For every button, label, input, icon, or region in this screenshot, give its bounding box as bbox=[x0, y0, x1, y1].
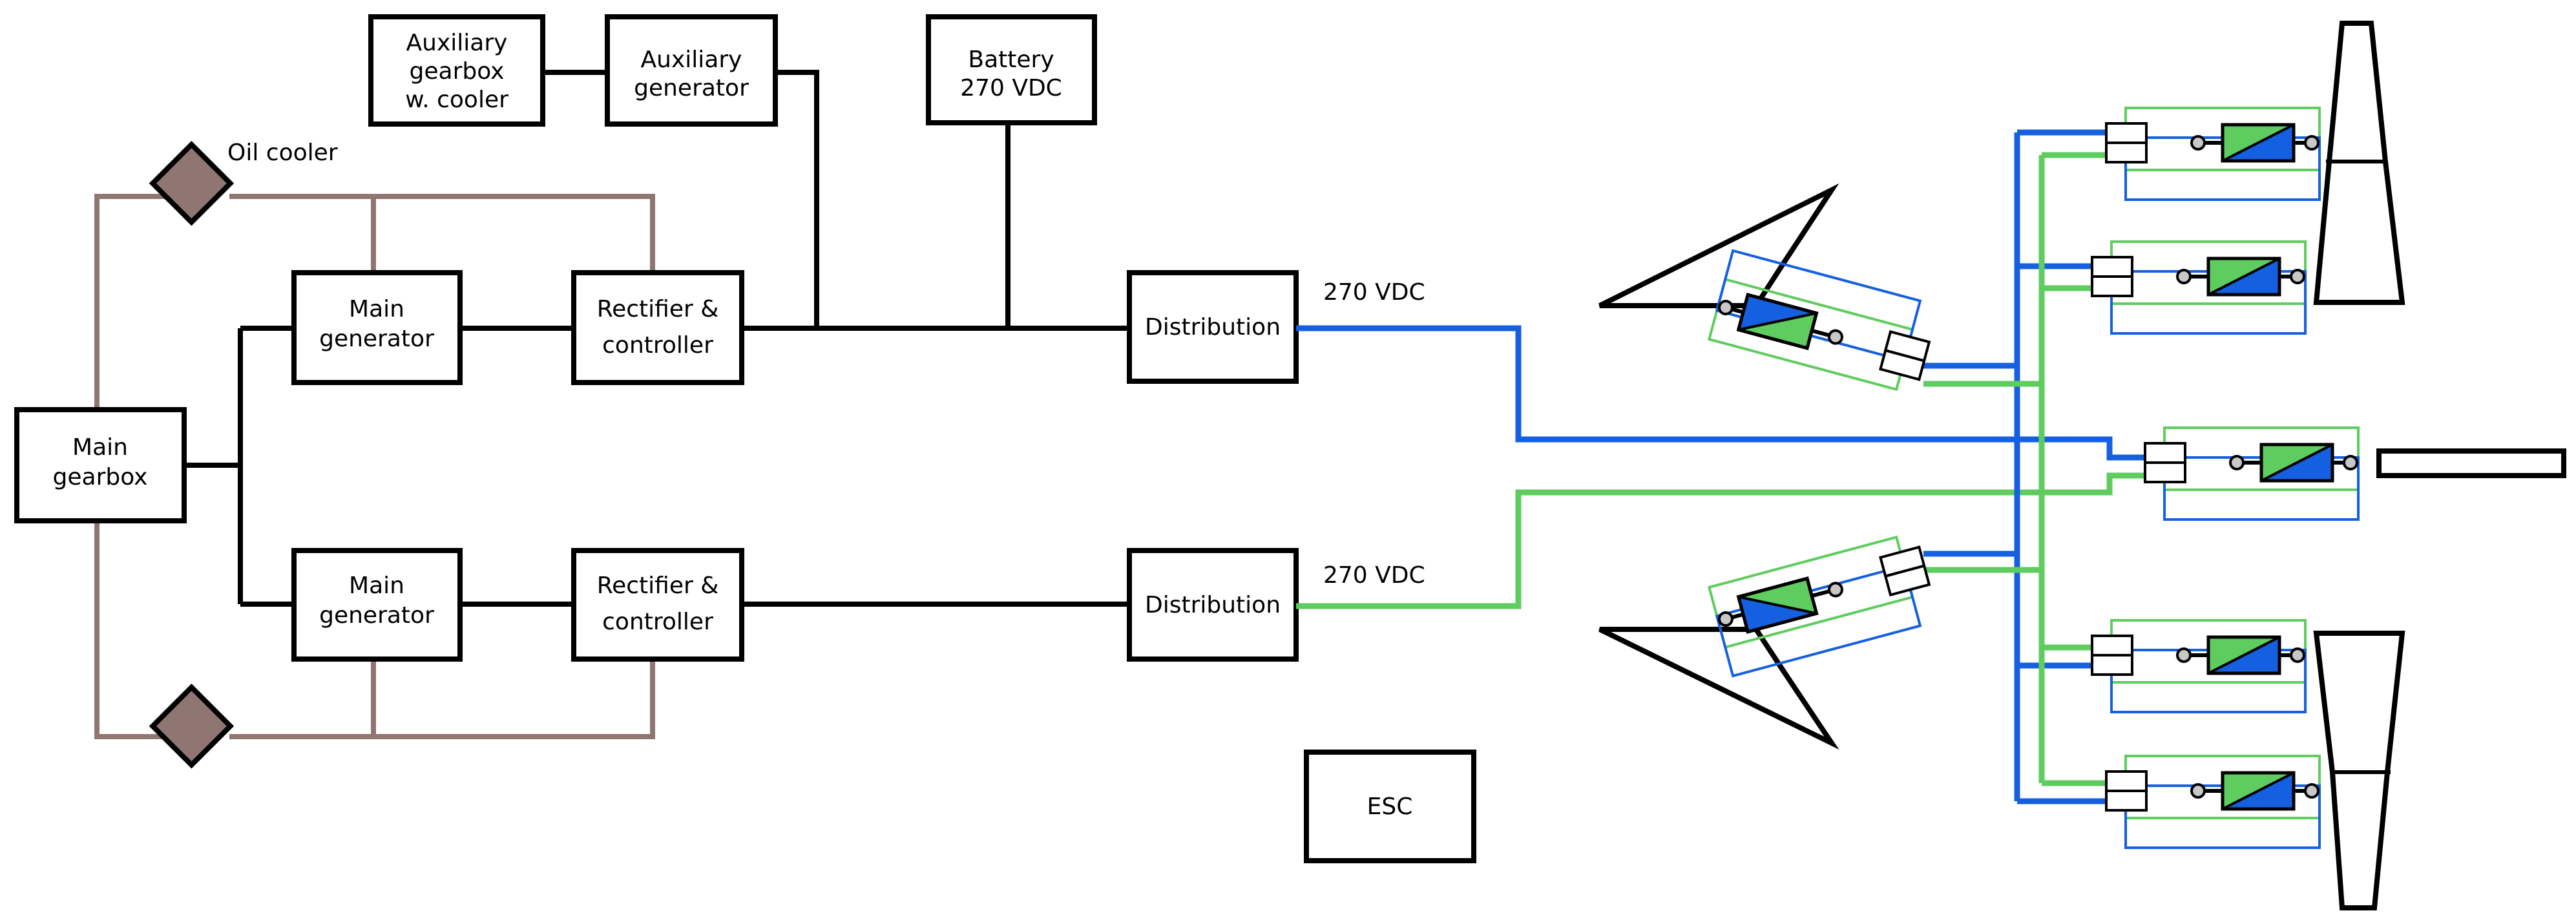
main-generator-bottom-box: Main generator bbox=[291, 548, 463, 662]
bus-b-tree bbox=[1923, 152, 2105, 786]
bus-a-main-line bbox=[1296, 325, 2145, 461]
distribution-bottom-box: Distribution bbox=[1127, 548, 1299, 662]
actuator-vt-top-upper bbox=[2106, 108, 2319, 200]
battery-line-2: 270 VDC bbox=[960, 75, 1062, 101]
aux-gearbox-line-3: w. cooler bbox=[405, 87, 508, 113]
bus-b-main-line bbox=[1296, 472, 2145, 609]
main-generator-top-line-2: generator bbox=[319, 326, 434, 352]
oil-cooler-top-icon bbox=[149, 140, 235, 226]
oil-cooling-loop bbox=[94, 194, 655, 739]
battery-box: Battery 270 VDC bbox=[926, 14, 1097, 125]
aux-gearbox-line-1: Auxiliary bbox=[406, 30, 508, 56]
rectifier-bottom-line-1: Rectifier & bbox=[597, 572, 719, 599]
bus-top-voltage-label: 270 VDC bbox=[1323, 279, 1425, 306]
battery-line-1: Battery bbox=[968, 47, 1054, 73]
rectifier-top-line-2: controller bbox=[602, 332, 713, 359]
rectifier-top-box: Rectifier & controller bbox=[571, 270, 744, 385]
rectifier-bottom-box: Rectifier & controller bbox=[571, 548, 744, 662]
aux-generator-box: Auxiliary generator bbox=[605, 14, 778, 127]
canard-top-surface bbox=[1598, 183, 1839, 308]
aux-gearbox-box: Auxiliary gearbox w. cooler bbox=[368, 14, 545, 127]
main-generator-bottom-line-2: generator bbox=[319, 602, 434, 629]
actuator-vt-bottom-upper bbox=[2092, 620, 2305, 712]
distribution-top-label: Distribution bbox=[1145, 314, 1281, 341]
bus-a-tree bbox=[1923, 129, 2105, 804]
distribution-bottom-label: Distribution bbox=[1145, 592, 1281, 618]
rectifier-bottom-line-2: controller bbox=[602, 609, 713, 635]
canard-bottom-surface bbox=[1598, 627, 1839, 750]
aux-gearbox-line-2: gearbox bbox=[410, 58, 505, 85]
actuator-vt-top-lower bbox=[2092, 242, 2305, 333]
main-generator-bottom-line-1: Main bbox=[349, 572, 404, 599]
actuator-vt-bottom-lower bbox=[2106, 756, 2319, 848]
horizontal-tail-surface bbox=[2376, 448, 2566, 478]
aux-generator-line-1: Auxiliary bbox=[641, 47, 742, 73]
main-generator-top-box: Main generator bbox=[291, 270, 463, 385]
actuator-horizontal-tail bbox=[2145, 428, 2358, 520]
main-generator-top-line-1: Main bbox=[349, 296, 404, 322]
esc-box: ESC bbox=[1304, 750, 1476, 863]
distribution-top-box: Distribution bbox=[1127, 270, 1299, 384]
bus-bottom-voltage-label: 270 VDC bbox=[1323, 562, 1425, 589]
oil-cooler-label: Oil cooler bbox=[227, 140, 338, 166]
main-gearbox-box: Main gearbox bbox=[14, 407, 187, 523]
aux-generator-line-2: generator bbox=[634, 75, 749, 101]
esc-label: ESC bbox=[1367, 793, 1413, 820]
power-wiring bbox=[184, 70, 1129, 607]
main-gearbox-line-2: gearbox bbox=[53, 464, 148, 490]
rectifier-top-line-1: Rectifier & bbox=[597, 296, 719, 322]
oil-cooler-bottom-icon bbox=[149, 683, 235, 769]
main-gearbox-line-1: Main bbox=[72, 434, 128, 461]
